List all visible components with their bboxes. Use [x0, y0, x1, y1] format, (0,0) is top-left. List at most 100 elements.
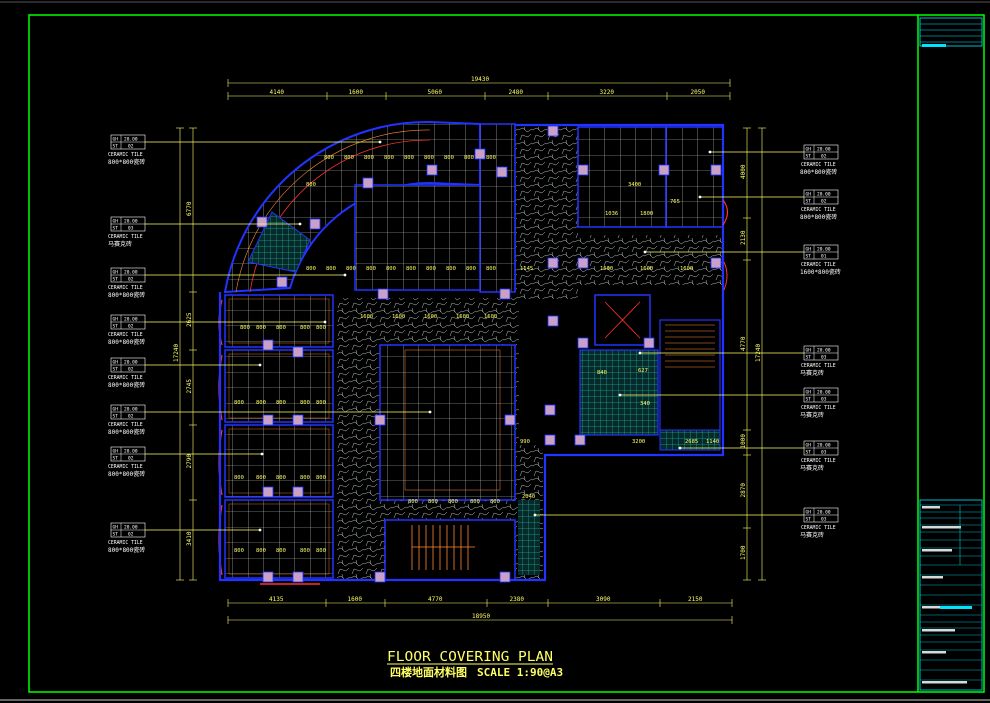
- structural-column: [276, 276, 288, 288]
- room-left: [224, 349, 334, 423]
- tag-code: GH: [113, 317, 119, 323]
- tag-type: CERAMIC TILE: [108, 375, 143, 381]
- tile-size-label: 800: [316, 400, 326, 406]
- corridor-size-label: 1600: [600, 266, 613, 272]
- tile-size-label: 800: [276, 400, 286, 406]
- tag-type: CERAMIC TILE: [108, 285, 143, 291]
- structural-column: [547, 257, 559, 269]
- hall-upper-strip: [479, 123, 516, 293]
- tile-size-label: 800: [316, 325, 326, 331]
- structural-column: [496, 166, 508, 178]
- tile-size-label: 800: [300, 475, 310, 481]
- tag-code: GH: [113, 360, 119, 366]
- dimension-label: 340: [640, 401, 650, 407]
- structural-column: [262, 571, 274, 583]
- dimension-label: 840: [597, 370, 607, 376]
- corridor-size-label: 1600: [456, 314, 469, 320]
- structural-column: [504, 414, 516, 426]
- room-left-border: [228, 353, 330, 419]
- tag-leader-dot: [618, 393, 622, 397]
- tag-code: ST: [806, 154, 812, 160]
- tag-leader-dot: [428, 410, 432, 414]
- structural-column: [292, 571, 304, 583]
- tag-code: ST: [113, 277, 119, 283]
- dim-value: 1000: [740, 434, 747, 449]
- title-block: [919, 17, 983, 691]
- room-right-b: [665, 126, 724, 228]
- title-block-fill: [922, 506, 940, 509]
- tag-code: GH: [806, 348, 812, 354]
- tile-size-label: 800: [444, 155, 454, 161]
- tag-value: 02: [128, 144, 134, 150]
- structural-column: [577, 337, 589, 349]
- tile-size-label: 800: [306, 266, 316, 272]
- structural-column: [426, 164, 438, 176]
- tile-size-label: 800: [316, 475, 326, 481]
- dim-total: 17240: [173, 344, 180, 362]
- dim-total: 18950: [472, 613, 490, 620]
- tile-size-label: 800: [408, 499, 418, 505]
- dim-total: 19430: [471, 76, 489, 83]
- tag-value: 03: [128, 226, 134, 232]
- tag-leader-dot: [298, 222, 302, 226]
- tag-type: CERAMIC TILE: [108, 234, 143, 240]
- tag-value: 01: [821, 254, 827, 260]
- tag-leader-dot: [260, 452, 264, 456]
- room-left-border: [228, 503, 330, 575]
- room-left-border: [228, 298, 330, 344]
- window-arc: [722, 199, 729, 226]
- tile-size-label: 800: [406, 266, 416, 272]
- tile-size-label: 800: [256, 325, 266, 331]
- stair-right: [659, 319, 721, 441]
- structural-column: [374, 571, 386, 583]
- tile-size-label: 800: [234, 400, 244, 406]
- tile-size-label: 800: [326, 266, 336, 272]
- tag-desc: 800*800瓷砖: [108, 428, 145, 436]
- title-block-fill: [922, 44, 946, 47]
- curved-lobby-edge: [235, 129, 431, 293]
- tag-code: ST: [113, 367, 119, 373]
- tag-type: CERAMIC TILE: [801, 262, 836, 268]
- structural-column: [710, 257, 722, 269]
- dimension-label: 1800: [640, 211, 653, 217]
- room-left: [224, 499, 334, 579]
- tag-code: ST: [113, 532, 119, 538]
- dim-value: 3410: [186, 531, 193, 546]
- tag-code: ST: [113, 226, 119, 232]
- structural-column: [643, 337, 655, 349]
- tag-value: 02: [128, 324, 134, 330]
- tag-code: ST: [806, 254, 812, 260]
- tag-desc: 800*800瓷砖: [108, 158, 145, 166]
- tile-size-label: 800: [486, 266, 496, 272]
- tile-size-label: 800: [448, 499, 458, 505]
- tile-size-label: 800: [428, 499, 438, 505]
- elevator-x: [604, 301, 641, 339]
- title-block-fill: [922, 526, 961, 529]
- tag-leader-dot: [258, 528, 262, 532]
- tag-code: GH: [113, 137, 119, 143]
- tag-leader-dot: [698, 195, 702, 199]
- tag-type: CERAMIC TILE: [108, 464, 143, 470]
- structural-column: [574, 434, 586, 446]
- tag-desc: 800*800瓷砖: [108, 338, 145, 346]
- dim-value: 6770: [186, 201, 193, 216]
- mosaic-strip: [518, 500, 540, 575]
- tile-size-label: 800: [234, 475, 244, 481]
- structural-column: [577, 164, 589, 176]
- tag-desc: 马赛克砖: [800, 411, 824, 419]
- tag-code: GH: [806, 192, 812, 198]
- dim-value: 4000: [740, 164, 747, 179]
- washroom-mosaic: [579, 349, 659, 436]
- tag-leader-dot: [378, 140, 382, 144]
- dimension-label: 1140: [706, 439, 719, 445]
- outer-wall: [218, 123, 725, 582]
- tag-leader-dot: [708, 150, 712, 154]
- tag-value: 20.00: [124, 317, 138, 323]
